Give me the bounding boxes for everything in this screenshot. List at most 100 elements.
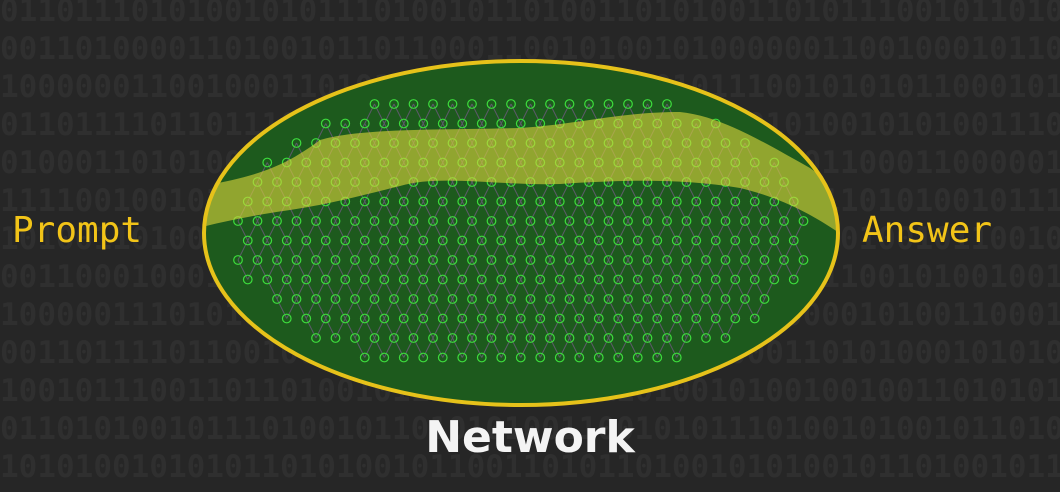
neuron-connection [676,181,687,202]
neuron-connection [725,259,736,280]
neuron-node [535,235,546,246]
neuron-node [545,255,555,265]
neuron-connection [276,259,288,280]
neuron-connection [296,240,307,261]
neuron-connection [461,337,473,358]
neuron-node [301,235,312,246]
neuron-node [272,255,282,265]
neuron-connection [656,337,668,358]
neuron-node [671,352,682,363]
neuron-connection [617,298,629,319]
neuron-node [379,235,390,246]
neuron-connection [393,220,405,241]
neuron-connection [569,337,580,358]
neuron-connection [656,318,668,339]
neuron-node [379,274,390,285]
neuron-node [584,99,594,109]
neuron-connection [598,220,609,241]
neuron-connection [520,103,531,124]
neuron-connection [676,201,687,222]
neuron-connection [559,181,570,202]
neuron-connection [413,240,424,261]
neuron-connection [364,259,375,280]
neuron-connection [754,240,765,261]
neuron-connection [744,201,756,222]
neuron-connection [647,279,658,300]
neuron-connection [549,240,561,261]
neuron-node [798,255,809,265]
neuron-connection [422,337,434,358]
neuron-connection [354,220,366,241]
neuron-connection [510,337,522,358]
neuron-node [389,99,399,109]
neuron-connection [569,103,580,124]
neuron-node [486,216,497,226]
neuron-connection [461,220,473,241]
neuron-connection [617,259,629,280]
neuron-connection [656,201,668,222]
neuron-connection [364,298,375,319]
neuron-node [408,333,419,343]
neuron-node [593,313,604,324]
neuron-node [603,255,614,265]
neuron-connection [364,201,375,222]
neuron-connection [296,279,307,300]
neuron-connection [461,181,473,202]
neuron-connection [442,259,453,280]
neuron-connection [432,318,444,339]
neuron-connection [569,259,580,280]
neuron-connection [539,318,551,339]
neuron-connection [442,337,453,358]
neuron-node [574,196,585,207]
neuron-node [476,196,487,207]
neuron-connection [549,201,561,222]
neuron-connection [578,220,590,241]
neuron-connection [442,103,453,124]
neuron-node [379,196,390,207]
neuron-connection [627,201,639,222]
neuron-node [632,313,643,324]
neuron-connection [598,259,609,280]
neuron-node [242,274,253,285]
neuron-node [476,118,487,129]
neuron-connection [588,220,600,241]
neuron-node [447,294,458,304]
neuron-connection [647,201,658,222]
neuron-node [710,313,721,324]
neuron-connection [413,298,424,319]
neuron-connection [403,279,414,300]
neuron-node [749,196,760,207]
neuron-connection [608,318,619,339]
neuron-connection [442,220,453,241]
neuron-connection [393,318,405,339]
neuron-node [496,118,507,129]
neuron-connection [364,318,375,339]
neuron-connection [764,240,775,261]
neuron-node [632,196,643,207]
neuron-connection [247,259,258,280]
neuron-node [437,352,448,363]
neuron-connection [627,259,639,280]
neuron-connection [647,298,658,319]
neuron-connection [598,240,609,261]
neuron-node [613,352,624,363]
neuron-connection [403,298,414,319]
neuron-node [330,216,341,226]
neuron-connection [647,181,658,202]
neuron-connection [656,279,668,300]
neuron-connection [286,240,297,261]
neuron-connection [374,240,385,261]
neuron-node [340,235,351,246]
neuron-node [554,313,565,324]
neuron-node [476,313,487,324]
neuron-connection [335,220,346,241]
neuron-node [486,333,497,343]
neuron-node [398,196,409,207]
neuron-node [642,216,653,226]
neuron-connection [588,279,600,300]
neuron-connection [510,318,522,339]
neuron-connection [315,123,327,144]
neuron-connection [559,240,570,261]
neuron-node [613,196,624,207]
neuron-connection [344,279,356,300]
